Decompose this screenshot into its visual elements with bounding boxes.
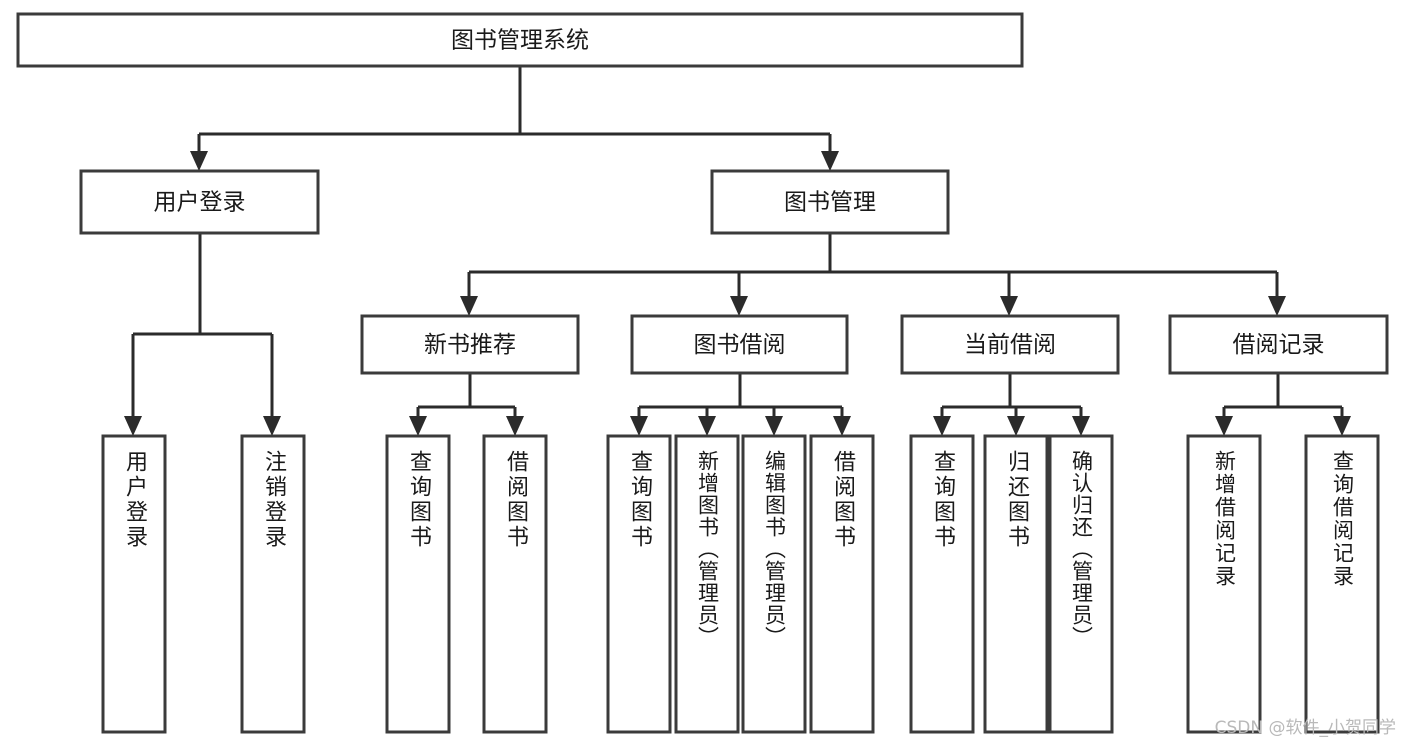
- node-box-leaf[interactable]: [809, 434, 875, 734]
- arrow-head-icon: [263, 416, 281, 436]
- level3-node-label: 借阅记录: [1233, 332, 1325, 358]
- arrow-head-icon: [409, 416, 427, 436]
- node-leaf-7[interactable]: [809, 434, 875, 734]
- node-level2-0[interactable]: [79, 169, 320, 235]
- node-level3-1[interactable]: [630, 314, 849, 375]
- level3-node-label: 图书借阅: [694, 332, 786, 358]
- arrow-head-icon: [1072, 416, 1090, 436]
- node-leaf-9[interactable]: [983, 434, 1049, 734]
- node-box-leaf[interactable]: [909, 434, 975, 734]
- arrow-head-icon: [730, 296, 748, 316]
- arrow-head-icon: [124, 416, 142, 436]
- node-box-leaf[interactable]: [482, 434, 548, 734]
- node-leaf-6[interactable]: [741, 434, 807, 734]
- arrow-head-icon: [821, 151, 839, 171]
- node-box-leaf[interactable]: [983, 434, 1049, 734]
- node-leaf-4[interactable]: [606, 434, 672, 734]
- node-box-level3[interactable]: [1168, 314, 1389, 375]
- node-box-leaf[interactable]: [101, 434, 167, 734]
- node-box-leaf[interactable]: [1186, 434, 1262, 734]
- arrow-head-icon: [1007, 416, 1025, 436]
- node-box-leaf[interactable]: [385, 434, 451, 734]
- arrow-head-icon: [190, 151, 208, 171]
- node-leaf-11[interactable]: [1186, 434, 1262, 734]
- node-leaf-0[interactable]: [101, 434, 167, 734]
- arrow-head-icon: [765, 416, 783, 436]
- node-leaf-8[interactable]: [909, 434, 975, 734]
- node-root-0[interactable]: [16, 12, 1024, 68]
- level3-node-label: 当前借阅: [964, 332, 1056, 358]
- node-box-level3[interactable]: [360, 314, 580, 375]
- arrow-head-icon: [1215, 416, 1233, 436]
- arrow-head-icon: [506, 416, 524, 436]
- node-box-level3[interactable]: [900, 314, 1120, 375]
- level2-node-label: 图书管理: [784, 190, 876, 216]
- node-box-leaf[interactable]: [1304, 434, 1380, 734]
- node-box-leaf[interactable]: [1048, 434, 1114, 734]
- node-leaf-3[interactable]: [482, 434, 548, 734]
- arrow-head-icon: [460, 296, 478, 316]
- level2-node-label: 用户登录: [154, 190, 246, 216]
- watermark-label: CSDN @软件_小贺同学: [1215, 718, 1396, 738]
- arrow-head-icon: [630, 416, 648, 436]
- arrow-head-icon: [1333, 416, 1351, 436]
- node-box-leaf[interactable]: [240, 434, 306, 734]
- node-leaf-2[interactable]: [385, 434, 451, 734]
- arrow-head-icon: [1268, 296, 1286, 316]
- node-box-root[interactable]: [16, 12, 1024, 68]
- node-box-leaf[interactable]: [741, 434, 807, 734]
- node-leaf-1[interactable]: [240, 434, 306, 734]
- node-level2-1[interactable]: [710, 169, 950, 235]
- node-leaf-10[interactable]: [1048, 434, 1114, 734]
- node-leaf-5[interactable]: [674, 434, 740, 734]
- node-box-leaf[interactable]: [606, 434, 672, 734]
- node-box-leaf[interactable]: [674, 434, 740, 734]
- arrow-head-icon: [933, 416, 951, 436]
- node-box-level2[interactable]: [79, 169, 320, 235]
- node-level3-2[interactable]: [900, 314, 1120, 375]
- arrow-head-icon: [698, 416, 716, 436]
- node-leaf-12[interactable]: [1304, 434, 1380, 734]
- node-level3-0[interactable]: [360, 314, 580, 375]
- level3-node-label: 新书推荐: [424, 332, 516, 358]
- root-node-label: 图书管理系统: [451, 28, 589, 54]
- node-box-level3[interactable]: [630, 314, 849, 375]
- connectors-layer: [124, 66, 1351, 436]
- arrow-head-icon: [1000, 296, 1018, 316]
- arrow-head-icon: [833, 416, 851, 436]
- node-level3-3[interactable]: [1168, 314, 1389, 375]
- node-box-level2[interactable]: [710, 169, 950, 235]
